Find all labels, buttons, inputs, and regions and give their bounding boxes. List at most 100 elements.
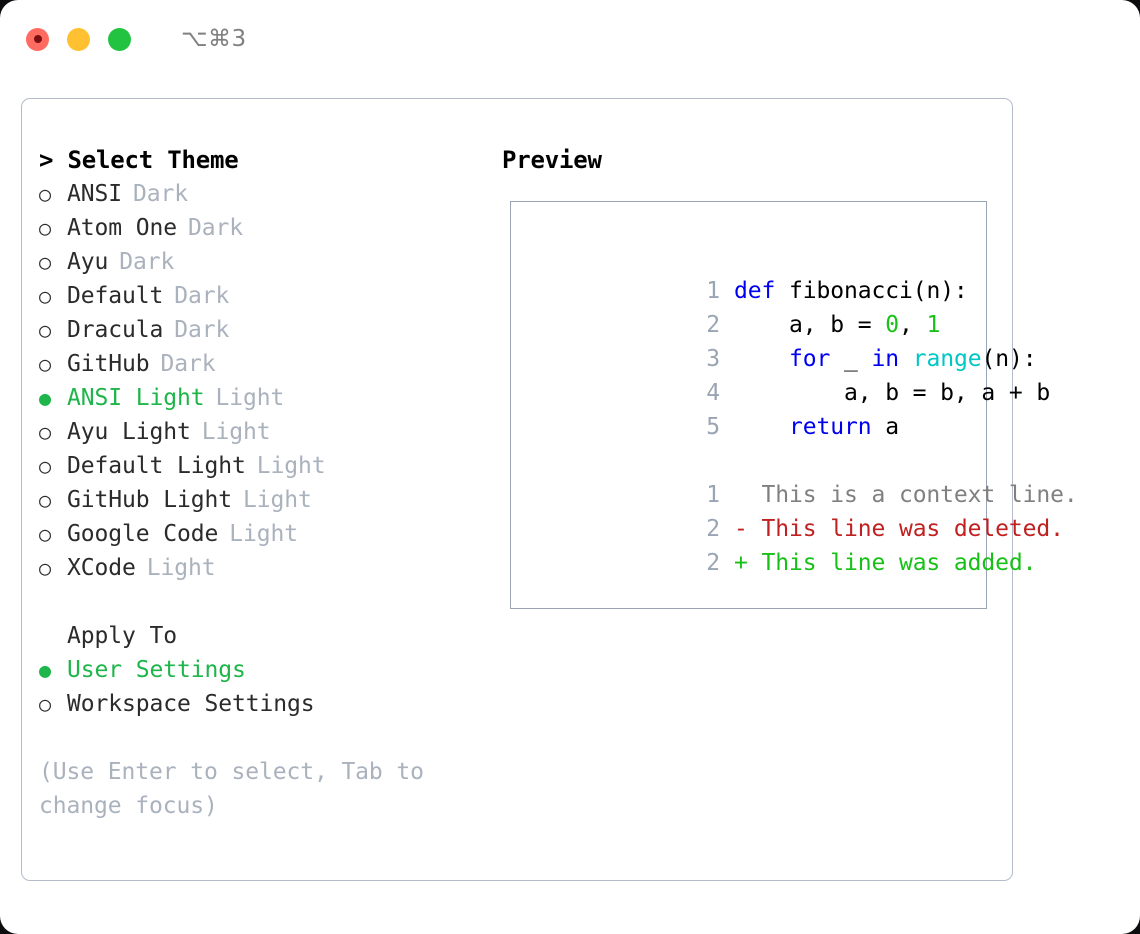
code-token: for [788,346,831,372]
code-token: 0 [885,312,899,338]
radio-icon-selected[interactable]: ● [39,658,51,682]
diff-line-added: 2 + This line was added. [525,512,1036,576]
theme-label: ANSI [67,181,122,207]
code-token: a, b = b, a + b [733,380,1051,406]
line-number: 3 [706,346,720,372]
theme-option-dracula-dark[interactable]: ○ Dracula Dark [39,313,500,347]
code-token: in [871,346,899,372]
code-token: def [733,278,789,304]
line-number: 1 [706,482,720,508]
theme-variant-badge: Dark [187,215,243,241]
theme-option-github-light[interactable]: ○ GitHub Light Light [39,483,500,517]
maximize-window-button[interactable] [108,27,131,51]
radio-icon[interactable]: ○ [39,454,51,478]
theme-option-ansi-light[interactable]: ● ANSI Light Light [39,381,500,415]
theme-option-atom-one-dark[interactable]: ○ Atom One Dark [39,211,500,245]
code-token: (n): [981,346,1037,372]
code-token: range [912,346,982,372]
theme-label: Default [67,283,164,309]
apply-to-option-user-settings[interactable]: ● User Settings [39,653,500,687]
line-number: 5 [706,414,720,440]
line-number: 2 [706,550,720,576]
code-token: a, b = [733,312,886,338]
line-number: 2 [706,312,720,338]
theme-variant-badge: Dark [160,351,216,377]
theme-variant-badge: Light [215,385,285,411]
code-line: 5 return a [525,376,986,440]
code-line: 2 a, b = 0, 1 [525,274,986,338]
radio-icon[interactable]: ○ [39,216,51,240]
code-line: 3 for _ in range(n): [525,308,1036,372]
theme-selector-pane: > Select Theme ○ ANSI Dark ○ Atom One Da… [22,99,500,880]
theme-variant-badge: Dark [133,181,188,207]
theme-option-ayu-light[interactable]: ○ Ayu Light Light [39,415,500,449]
diff-line-deleted: 2- This line was deleted. [525,478,1064,542]
radio-icon[interactable]: ○ [39,522,51,546]
minimize-window-button[interactable] [67,27,90,51]
theme-variant-badge: Light [242,487,312,513]
code-token: _ [830,346,872,372]
theme-label: Default Light [67,453,246,479]
code-token: , [898,312,927,338]
radio-icon[interactable]: ○ [39,488,51,512]
line-number: 4 [706,380,720,406]
radio-icon[interactable]: ○ [39,250,51,274]
code-token [734,414,789,440]
list-spacer [39,585,500,619]
radio-icon[interactable]: ○ [39,318,51,342]
theme-label: GitHub Light [67,487,232,513]
title-bar: ⌥⌘3 [0,0,1140,78]
line-number: 1 [706,278,720,304]
apply-to-label: Workspace Settings [67,691,315,717]
diff-sign [734,482,762,508]
radio-icon[interactable]: ○ [39,352,51,376]
theme-label: ANSI Light [67,385,205,411]
code-line: 4 a, b = b, a + b [525,342,1050,406]
theme-label: Google Code [67,521,219,547]
radio-icon[interactable]: ○ [39,556,51,580]
theme-option-list[interactable]: ○ ANSI Dark ○ Atom One Dark ○ Ayu Dark [39,177,500,585]
radio-icon[interactable]: ○ [39,284,51,308]
radio-icon[interactable]: ○ [39,182,51,206]
theme-variant-badge: Light [256,453,326,479]
code-token: return [788,414,872,440]
theme-variant-badge: Dark [174,317,230,343]
diff-line-context: 1 This is a context line. [525,444,1078,508]
theme-option-github-dark[interactable]: ○ GitHub Dark [39,347,500,381]
radio-icon-selected[interactable]: ● [39,386,51,410]
radio-icon[interactable]: ○ [39,420,51,444]
diff-text: This is a context line. [761,482,1078,508]
traffic-lights [26,27,131,51]
theme-variant-badge: Light [201,419,271,445]
theme-option-default-light[interactable]: ○ Default Light Light [39,449,500,483]
code-token: 1 [926,312,941,338]
theme-option-google-code[interactable]: ○ Google Code Light [39,517,500,551]
theme-option-ayu-dark[interactable]: ○ Ayu Dark [39,245,500,279]
code-token [734,346,789,372]
diff-text: This line was added. [761,550,1037,576]
theme-option-xcode[interactable]: ○ XCode Light [39,551,500,585]
keyboard-shortcut-label: ⌥⌘3 [181,26,247,52]
preview-heading: Preview [502,146,602,174]
diff-text: This line was deleted. [761,516,1064,542]
apply-to-option-list[interactable]: ● User Settings ○ Workspace Settings [39,653,500,721]
line-number: 2 [706,516,720,542]
apply-to-label: User Settings [67,657,246,683]
radio-icon[interactable]: ○ [39,692,51,716]
theme-variant-badge: Dark [119,249,175,275]
close-window-button[interactable] [26,27,49,51]
theme-variant-badge: Light [146,555,216,581]
theme-label: Atom One [67,215,177,241]
theme-option-default-dark[interactable]: ○ Default Dark [39,279,500,313]
theme-variant-badge: Light [229,521,298,547]
apply-to-option-workspace-settings[interactable]: ○ Workspace Settings [39,687,500,721]
select-theme-heading: > Select Theme [39,146,239,174]
theme-option-ansi-dark[interactable]: ○ ANSI Dark [39,177,500,211]
theme-variant-badge: Dark [174,283,230,309]
diff-sign: + [733,550,762,576]
diff-sign: - [733,516,762,542]
theme-label: Dracula [67,317,164,343]
